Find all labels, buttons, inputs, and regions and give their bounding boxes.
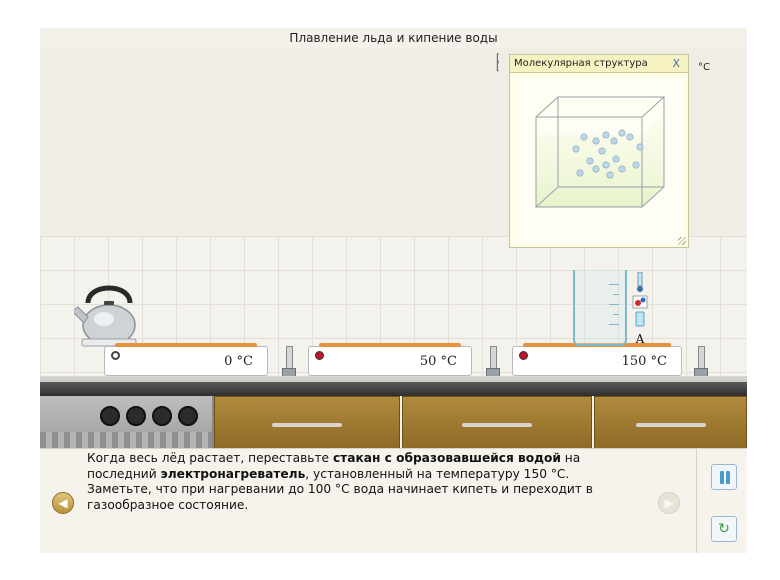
heater-3-switch[interactable]: [694, 346, 708, 380]
cabinet-drawer: [214, 396, 400, 450]
heater-2[interactable]: 50 °C: [308, 343, 472, 376]
cup-icon[interactable]: [635, 311, 645, 327]
arrow-left-icon[interactable]: ◀: [52, 492, 74, 514]
instruction-bar: [40, 448, 747, 553]
kettle-icon[interactable]: [74, 277, 154, 347]
heater-1-switch[interactable]: [282, 346, 296, 380]
arrow-right-icon[interactable]: ▶: [658, 492, 680, 514]
beaker-with-water[interactable]: [573, 270, 627, 346]
heater-temperature: 150 °C: [621, 354, 667, 369]
instruction-text: Когда весь лёд растает, переставьте стак…: [87, 451, 593, 512]
heater-1[interactable]: 0 °C: [104, 343, 268, 376]
reset-button[interactable]: ↻: [711, 516, 737, 542]
heater-3[interactable]: 150 °C: [512, 343, 682, 376]
thermometer-icon[interactable]: [637, 272, 643, 292]
pause-button[interactable]: [711, 464, 737, 490]
stove-knob: [178, 406, 198, 426]
unit-label: °C: [698, 62, 710, 73]
cabinet-drawer: [594, 396, 747, 450]
counter-edge: [40, 382, 747, 396]
stove-knob: [126, 406, 146, 426]
heater-plate: [115, 343, 257, 347]
panel-bracket: [[: [496, 53, 500, 73]
panel-header[interactable]: Молекулярная структура X: [510, 55, 688, 73]
heater-2-switch[interactable]: [486, 346, 500, 380]
pause-icon: [720, 471, 724, 484]
indicator-lamp-on: [519, 351, 528, 360]
panel-title: Молекулярная структура: [514, 58, 648, 69]
molecular-structure-panel[interactable]: Молекулярная структура X: [509, 54, 689, 248]
molecule-icon[interactable]: [632, 295, 648, 309]
heater-temperature: 50 °C: [419, 354, 457, 369]
measurement-tools: A: [632, 272, 648, 347]
tool-label-a[interactable]: A: [635, 332, 645, 346]
cabinet-drawer: [402, 396, 592, 450]
molecule-viewport: [514, 77, 684, 244]
refresh-icon: ↻: [718, 521, 730, 537]
stove-knob: [100, 406, 120, 426]
divider: [696, 448, 697, 553]
stove-knob: [152, 406, 172, 426]
heater-temperature: 0 °C: [224, 354, 253, 369]
indicator-lamp-on: [315, 351, 324, 360]
page-title: Плавление льда и кипение воды: [289, 31, 498, 45]
heater-plate: [319, 343, 461, 347]
close-icon[interactable]: X: [672, 57, 680, 70]
cube-molecules-icon: [535, 96, 665, 208]
simulation-window: Плавление льда и кипение воды 0 °C 50 °C…: [40, 28, 747, 553]
resize-handle[interactable]: [678, 237, 686, 245]
stove-grill: [40, 432, 212, 448]
indicator-lamp-off: [111, 351, 120, 360]
